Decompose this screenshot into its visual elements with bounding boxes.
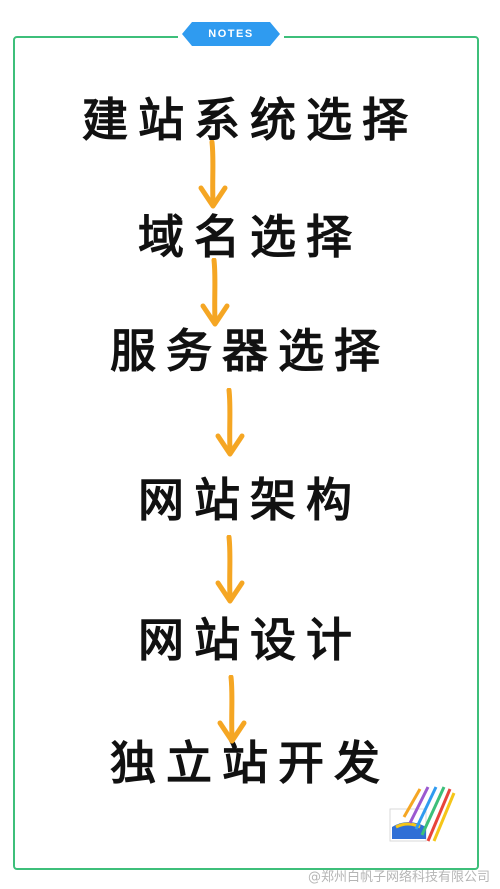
step-independent-site-development: 独立站开发	[110, 736, 390, 790]
step-server-selection: 服务器选择	[110, 324, 390, 378]
down-arrow-icon	[198, 140, 228, 209]
step-site-architecture: 网站架构	[138, 473, 362, 527]
company-logo-icon	[389, 786, 456, 842]
step-cms-selection: 建站系统选择	[82, 93, 418, 147]
down-arrow-icon	[200, 258, 230, 327]
notes-tag: NOTES	[178, 20, 284, 48]
step-site-design: 网站设计	[138, 613, 362, 667]
watermark-text: @郑州白帆子网络科技有限公司	[307, 870, 490, 885]
down-arrow-icon	[215, 535, 245, 604]
notes-tag-shape: NOTES	[182, 22, 280, 46]
down-arrow-icon	[217, 675, 247, 744]
notes-tag-label: NOTES	[208, 28, 254, 40]
down-arrow-icon	[215, 388, 245, 457]
step-domain-selection: 域名选择	[138, 210, 362, 264]
